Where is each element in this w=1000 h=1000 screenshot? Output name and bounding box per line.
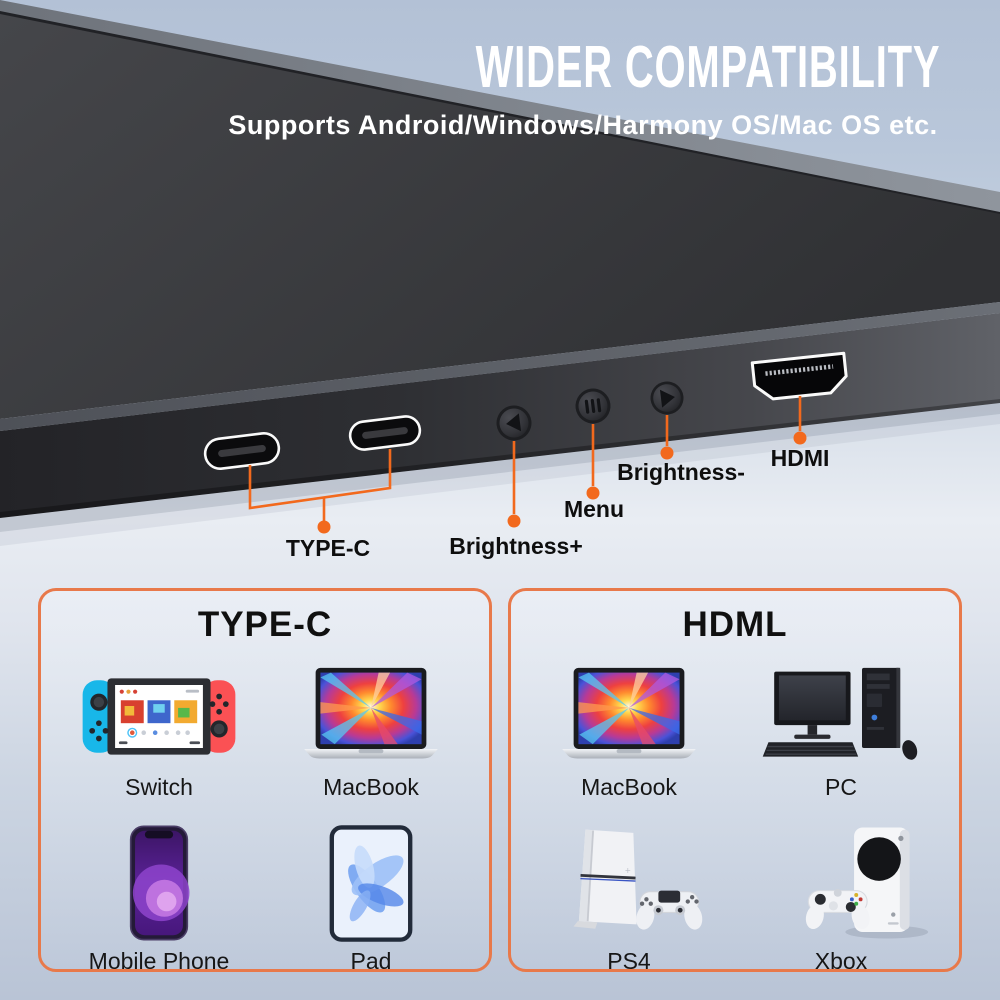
device-label: MacBook (323, 774, 419, 800)
callout-dots (317, 431, 807, 534)
usb-c-port-1-icon (203, 432, 281, 470)
page-title: WIDER COMPATIBILITY (475, 33, 941, 101)
mobile-phone-icon (129, 825, 191, 941)
device-label: MacBook (581, 774, 677, 800)
card-title-type-c: TYPE-C (197, 605, 333, 644)
type-c-compatibility-card: TYPE-C Switch MacBook Mobile Phone Pad (38, 588, 492, 975)
callout-label-menu: Menu (563, 496, 625, 522)
device-label: Xbox (814, 948, 868, 974)
device-item-ps4: PS4 (523, 815, 735, 975)
hdmi-port-icon (750, 351, 848, 401)
device-label: Pad (350, 948, 392, 974)
type-c-device-grid: Switch MacBook Mobile Phone Pad (53, 651, 477, 975)
hdmi-compatibility-card: HDML MacBook PC PS4 Xbox (508, 588, 962, 975)
device-item-xbox: Xbox (735, 815, 947, 975)
macbook-icon (562, 667, 696, 759)
monitor-screen (0, 14, 1000, 419)
usb-c-port-2-icon (348, 415, 422, 451)
monitor-edge-photo (0, 0, 1000, 534)
device-item-switch: Switch (53, 651, 265, 801)
hdmi-device-grid: MacBook PC PS4 Xbox (523, 651, 947, 975)
xbox-console-icon (802, 826, 929, 940)
ps4-console-icon (572, 828, 707, 933)
monitor-bevel (0, 302, 1000, 431)
callout-label-type-c: TYPE-C (285, 535, 371, 561)
device-item-mobile-phone: Mobile Phone (53, 815, 265, 975)
callout-label-brightness-plus: Brightness+ (449, 533, 583, 559)
callout-label-brightness-minus: Brightness- (617, 459, 745, 485)
device-label: PS4 (607, 948, 651, 974)
brightness-plus-button-icon (496, 405, 532, 441)
desktop-pc-icon (762, 667, 921, 763)
menu-button-icon (575, 388, 611, 424)
card-title-hdmi: HDML (682, 605, 788, 644)
tablet-icon (273, 823, 469, 943)
page-subtitle: Supports Android/Windows/Harmony OS/Mac … (228, 110, 938, 140)
device-item-pad: Pad (265, 815, 477, 975)
device-item-pc: PC (735, 651, 947, 801)
macbook-icon (304, 667, 438, 759)
device-label: PC (825, 774, 857, 800)
device-label: Switch (125, 774, 193, 800)
device-label: Mobile Phone (88, 948, 230, 974)
nintendo-switch-icon (81, 677, 237, 756)
device-item-macbook: MacBook (265, 651, 477, 801)
callout-label-hdmi: HDMI (770, 445, 830, 471)
brightness-minus-button-icon (650, 381, 684, 415)
callout-lines (248, 396, 802, 521)
device-item-macbook: MacBook (523, 651, 735, 801)
